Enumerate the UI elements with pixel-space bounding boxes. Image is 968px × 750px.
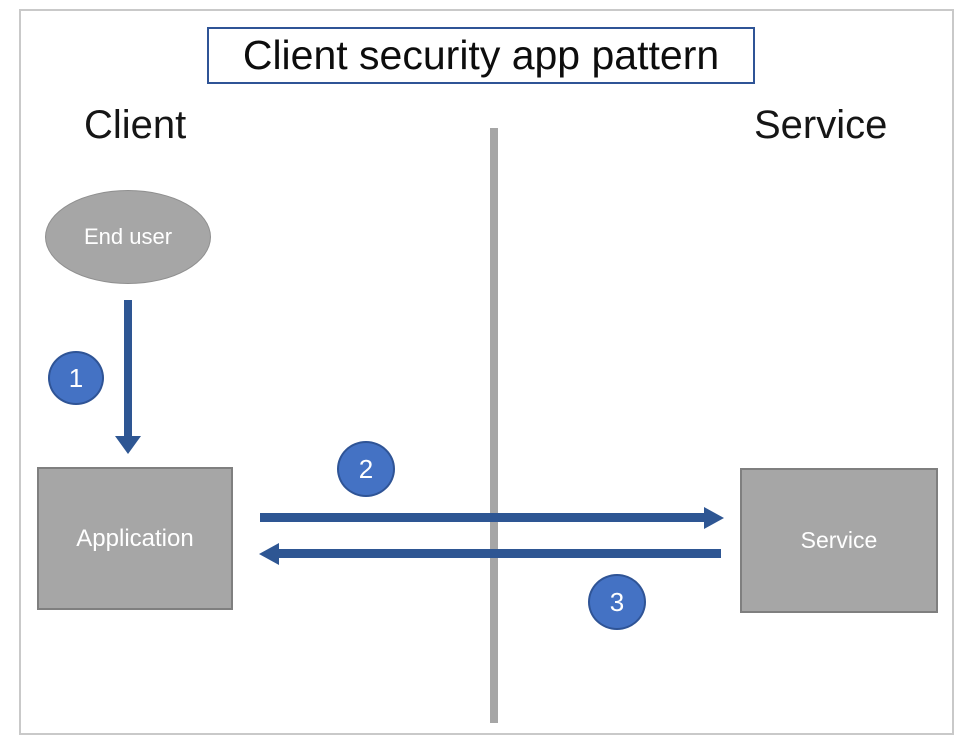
application-label: Application <box>76 524 194 552</box>
step-2-number: 2 <box>358 453 374 484</box>
arrow-right-head-icon <box>704 507 724 529</box>
step-3-number: 3 <box>609 586 625 617</box>
lane-label-service: Service <box>754 103 888 147</box>
end-user-label: End user <box>83 224 173 249</box>
step-badge-3: 3 <box>588 574 646 630</box>
step-badge-2: 2 <box>337 441 395 497</box>
arrow-left-head-icon <box>259 543 279 565</box>
service-node-label: Service <box>800 527 878 553</box>
arrow-down-head-icon <box>115 436 141 454</box>
step-badge-1: 1 <box>48 351 104 405</box>
lane-divider <box>490 128 498 723</box>
service-node: Service <box>740 468 938 613</box>
arrow-left-icon <box>279 549 721 558</box>
application-node: Application <box>37 467 233 610</box>
diagram-title-box: Client security app pattern <box>207 27 755 84</box>
lane-label-client: Client <box>84 103 187 147</box>
arrow-down-icon <box>124 300 132 436</box>
end-user-node: End user <box>45 190 211 284</box>
outer-frame <box>19 9 954 735</box>
step-1-number: 1 <box>68 362 84 393</box>
arrow-right-icon <box>260 513 704 522</box>
diagram-title: Client security app pattern <box>242 32 720 78</box>
